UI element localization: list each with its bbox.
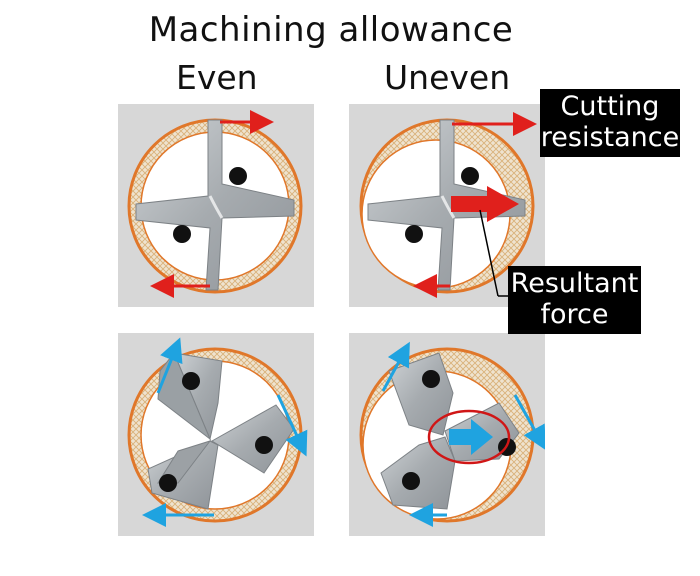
column-label-uneven: Uneven xyxy=(384,58,511,97)
highlight-ellipse xyxy=(427,409,511,465)
coolant-hole xyxy=(422,370,440,388)
panel-even-2-flute xyxy=(118,104,314,307)
panel-uneven-3-flute xyxy=(349,333,545,536)
diagram-title: Machining allowance xyxy=(148,10,514,50)
end-mill-2-flute xyxy=(367,119,526,291)
coolant-hole xyxy=(173,225,191,243)
coolant-hole xyxy=(461,167,479,185)
callout-line: resistance xyxy=(540,122,680,153)
rotated-force-arrow xyxy=(276,394,308,457)
callout-resultant-force: Resultant force xyxy=(508,266,641,334)
rotated-force-arrow xyxy=(381,341,410,392)
callout-line: Resultant xyxy=(510,268,639,299)
coolant-hole xyxy=(255,436,273,454)
callout-line: force xyxy=(540,299,609,330)
rotated-force-arrow xyxy=(513,394,545,451)
panel-even-3-flute xyxy=(118,333,314,536)
coolant-hole xyxy=(229,167,247,185)
end-mill-3-flute xyxy=(147,352,295,510)
resultant-force-arrow xyxy=(451,186,519,222)
rotated-force-arrow xyxy=(156,337,183,394)
column-label-even: Even xyxy=(176,58,258,97)
callout-line: Cutting xyxy=(560,91,660,122)
coolant-hole xyxy=(405,225,423,243)
coolant-hole xyxy=(159,474,177,492)
end-mill-2-flute xyxy=(135,119,295,291)
callout-cutting-resistance: Cutting resistance xyxy=(540,89,680,157)
coolant-hole xyxy=(402,472,420,490)
resultant-force-arrow xyxy=(449,419,493,455)
coolant-hole xyxy=(182,372,200,390)
